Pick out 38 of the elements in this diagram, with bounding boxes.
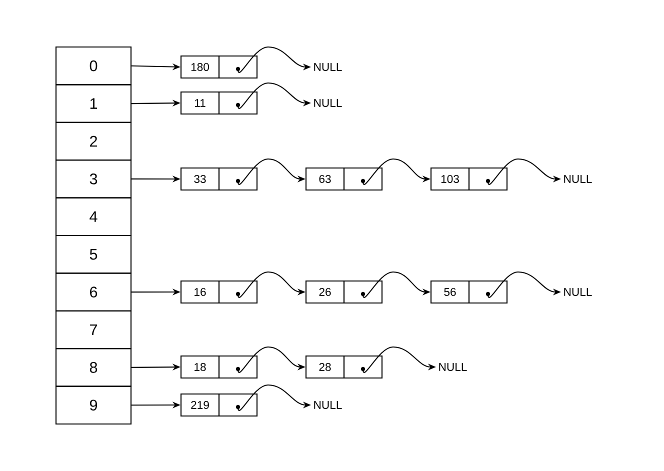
bucket-cell: 9 [55, 386, 132, 425]
null-label: NULL [314, 63, 342, 71]
bucket-cell: 5 [55, 234, 132, 274]
value-cell: 180 [180, 55, 220, 79]
bucket-cell: 0 [55, 46, 132, 86]
pointer-cell [218, 167, 258, 191]
null-label: NULL [314, 401, 342, 409]
pointer-cell [343, 355, 383, 379]
pointer-cell [218, 55, 258, 79]
value-cell: 26 [305, 280, 345, 304]
value-cell: 33 [180, 167, 220, 191]
null-label: NULL [564, 288, 592, 296]
pointer-cell [218, 393, 258, 417]
pointer-cell [343, 280, 383, 304]
bucket-cell: 7 [55, 310, 132, 350]
null-label: NULL [439, 363, 467, 371]
value-cell: 219 [180, 393, 220, 417]
bucket-cell: 1 [55, 84, 132, 123]
pointer-cell [218, 91, 258, 115]
value-cell: 28 [305, 355, 345, 379]
pointer-cell [468, 280, 508, 304]
value-cell: 103 [430, 167, 470, 191]
value-cell: 11 [180, 91, 220, 115]
pointer-cell [218, 355, 258, 379]
value-cell: 16 [180, 280, 220, 304]
bucket-cell: 8 [55, 348, 132, 387]
pointer-cell [343, 167, 383, 191]
value-cell: 63 [305, 167, 345, 191]
bucket-cell: 6 [55, 272, 132, 312]
pointer-cell [468, 167, 508, 191]
bucket-cell: 3 [55, 160, 132, 198]
bucket-cell: 4 [55, 197, 132, 236]
pointer-cell [218, 280, 258, 304]
value-cell: 56 [430, 280, 470, 304]
value-cell: 18 [180, 355, 220, 379]
null-label: NULL [564, 175, 592, 183]
bucket-cell: 2 [55, 122, 132, 161]
null-label: NULL [314, 99, 342, 107]
